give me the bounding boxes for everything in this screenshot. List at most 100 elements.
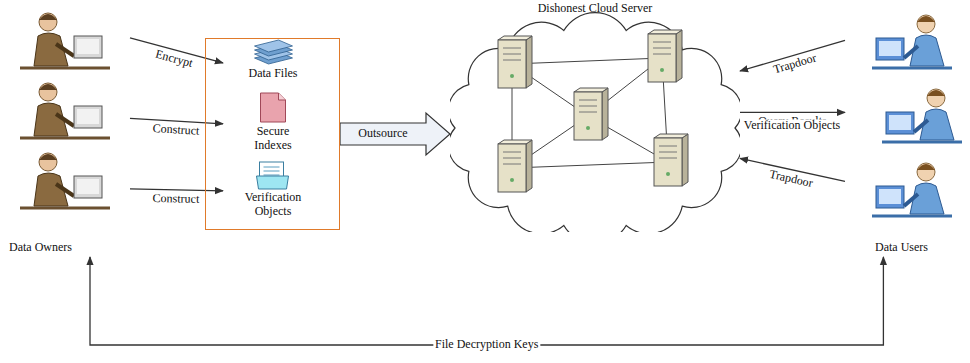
monitor bbox=[876, 38, 904, 60]
desk bbox=[872, 215, 952, 218]
server-side bbox=[526, 140, 532, 192]
file-layer bbox=[255, 40, 293, 52]
server-body bbox=[498, 144, 526, 192]
desk bbox=[20, 137, 110, 140]
verification-object-item: Verification Objects bbox=[223, 161, 323, 221]
edge-label: Trapdoor bbox=[770, 51, 820, 77]
owner-figure bbox=[20, 153, 110, 208]
owner-figure bbox=[20, 83, 110, 138]
server-side bbox=[682, 134, 688, 186]
screen bbox=[77, 39, 99, 54]
flow-arrow bbox=[130, 189, 223, 191]
drive-bay bbox=[503, 164, 521, 165]
user-figure bbox=[872, 15, 952, 68]
item-label: Verification Objects bbox=[237, 191, 309, 219]
drive-bay bbox=[503, 48, 521, 49]
desk bbox=[872, 67, 952, 70]
server-icon bbox=[498, 36, 532, 88]
server-icon bbox=[574, 88, 608, 140]
drive-bay bbox=[653, 42, 671, 43]
edge-label: Construct bbox=[151, 192, 202, 206]
doc-line bbox=[264, 171, 280, 172]
drive-bay bbox=[503, 54, 521, 55]
user-group: Data Users bbox=[845, 5, 965, 257]
doc-line bbox=[264, 167, 280, 168]
drive-bay bbox=[503, 152, 521, 153]
server-side bbox=[676, 30, 682, 82]
user-figure bbox=[872, 163, 952, 216]
power-led bbox=[510, 74, 514, 78]
hair bbox=[927, 90, 945, 96]
drive-bay bbox=[503, 158, 521, 159]
server-top bbox=[654, 134, 688, 138]
arm bbox=[56, 44, 74, 56]
flow-arrow bbox=[740, 112, 845, 113]
server-top bbox=[498, 36, 532, 40]
hair bbox=[39, 154, 57, 160]
edge-label: Trapdoor bbox=[766, 167, 816, 190]
edge-label: File Decryption Keys bbox=[433, 338, 540, 351]
owner-figure bbox=[20, 13, 110, 68]
screen bbox=[879, 41, 901, 56]
network-link bbox=[512, 162, 668, 168]
head bbox=[39, 153, 57, 171]
object-folder bbox=[257, 176, 289, 189]
monitor bbox=[74, 106, 102, 128]
edge-label: Outsource bbox=[356, 127, 409, 140]
hair bbox=[39, 14, 57, 20]
network-link bbox=[512, 58, 662, 64]
doc-line bbox=[264, 175, 280, 176]
monitor bbox=[876, 186, 904, 208]
index-page bbox=[261, 93, 286, 122]
server-icon bbox=[648, 30, 682, 82]
server-top bbox=[498, 140, 532, 144]
item-label: Secure Indexes bbox=[237, 125, 309, 153]
result-label: Verification Objects bbox=[742, 119, 842, 132]
outsource-arrow bbox=[340, 113, 450, 155]
power-led bbox=[660, 68, 664, 72]
desk bbox=[20, 67, 110, 70]
power-led bbox=[666, 172, 670, 176]
server-body bbox=[654, 138, 682, 186]
drive-bay bbox=[503, 60, 521, 61]
arm bbox=[914, 120, 928, 132]
hair bbox=[39, 84, 57, 90]
index-fold bbox=[279, 93, 286, 100]
arm bbox=[904, 46, 918, 58]
power-led bbox=[586, 126, 590, 130]
drive-bay bbox=[579, 112, 597, 113]
drive-bay bbox=[653, 54, 671, 55]
owner-group: Data Owners bbox=[5, 5, 130, 257]
server-icon bbox=[654, 134, 688, 186]
arm bbox=[56, 184, 74, 196]
screen bbox=[77, 109, 99, 124]
server-body bbox=[498, 40, 526, 88]
hair bbox=[917, 164, 935, 170]
server-side bbox=[602, 88, 608, 140]
edge-label: Encrypt bbox=[152, 47, 196, 71]
arm bbox=[904, 194, 918, 206]
group-label: Data Owners bbox=[9, 241, 72, 255]
hair bbox=[917, 16, 935, 22]
drive-bay bbox=[579, 100, 597, 101]
drive-bay bbox=[659, 152, 677, 153]
head bbox=[927, 89, 945, 107]
power-led bbox=[510, 178, 514, 182]
secure-index-item: Secure Indexes bbox=[223, 93, 323, 155]
drive-bay bbox=[579, 106, 597, 107]
group-label: Data Users bbox=[875, 241, 928, 255]
screen bbox=[889, 115, 911, 130]
outsourced-bundle: Data FilesSecure IndexesVerification Obj… bbox=[205, 38, 340, 230]
head bbox=[39, 13, 57, 31]
screen bbox=[77, 179, 99, 194]
monitor bbox=[886, 112, 914, 134]
drive-bay bbox=[659, 146, 677, 147]
arm bbox=[56, 114, 74, 126]
server-side bbox=[526, 36, 532, 88]
screen bbox=[879, 189, 901, 204]
data-files-item: Data Files bbox=[223, 43, 323, 83]
head bbox=[917, 163, 935, 181]
server-icon bbox=[498, 140, 532, 192]
cloud-outline bbox=[450, 2, 740, 232]
